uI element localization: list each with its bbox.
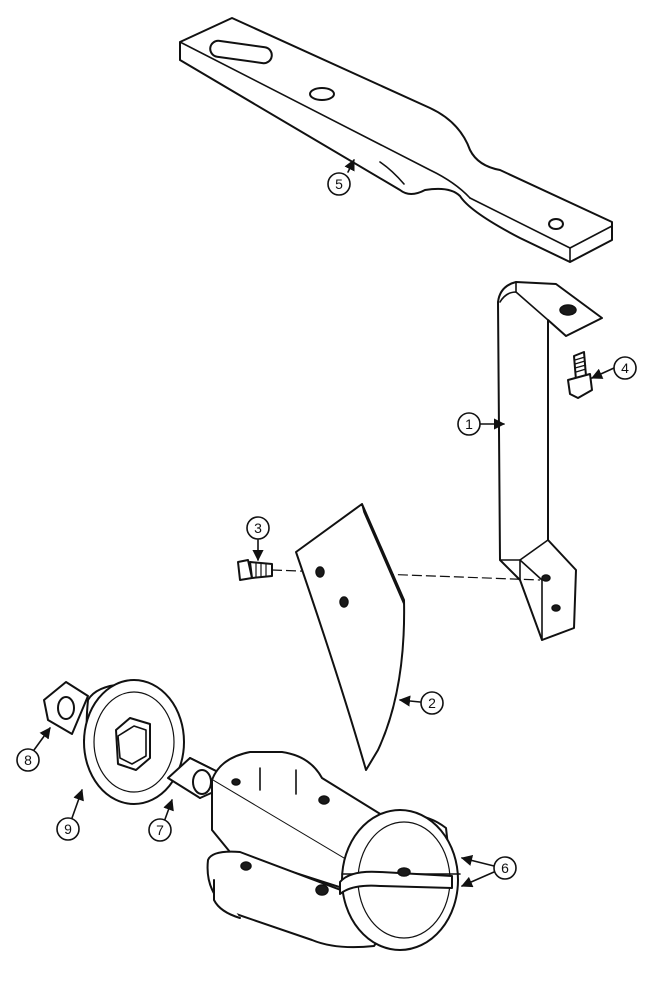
svg-text:2: 2 [428,695,436,711]
disc-hub-part [83,679,185,805]
svg-text:5: 5 [335,176,343,192]
svg-text:3: 3 [254,520,262,536]
callout-4: 4 [613,356,637,380]
svg-text:8: 8 [24,752,32,768]
bracket-part [497,281,603,641]
callout-leaders [33,158,615,888]
callout-9: 9 [56,817,80,841]
callout-5: 5 [327,172,351,196]
bearing-housing-part [206,751,461,951]
bolt-part-4 [567,351,593,399]
callout-1: 1 [457,412,481,436]
mounting-bar-part [179,17,613,263]
square-washer-part [43,681,89,735]
bolt-part-3 [237,559,273,581]
svg-text:7: 7 [156,822,164,838]
callout-2: 2 [420,691,444,715]
svg-text:4: 4 [621,360,629,376]
svg-text:6: 6 [501,860,509,876]
callout-7: 7 [148,818,172,842]
svg-text:1: 1 [465,416,473,432]
svg-text:9: 9 [64,821,72,837]
callout-3: 3 [246,516,270,540]
callout-8: 8 [16,748,40,772]
callout-6: 6 [493,856,517,880]
shovel-blade-part [295,503,406,771]
